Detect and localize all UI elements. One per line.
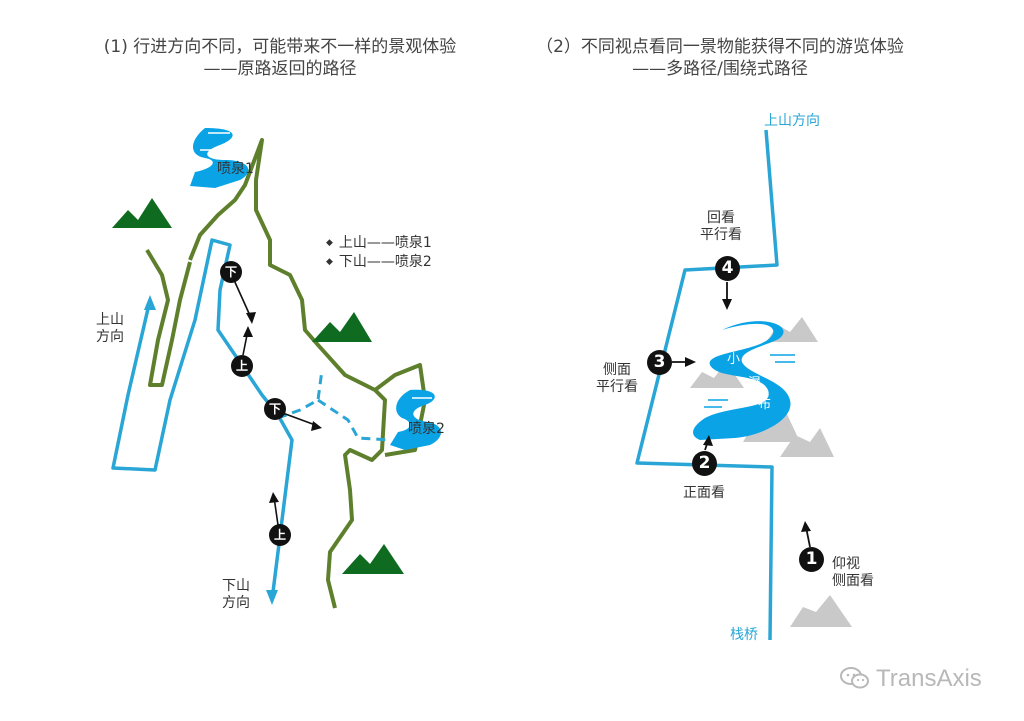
viewpoint-4-label: 回看 平行看 <box>700 210 742 244</box>
legend-item-2-text: 下山——喷泉2 <box>338 254 432 270</box>
green-route-fountain2-loop <box>373 363 427 457</box>
left-title: (1) 行进方向不同，可能带来不一样的景观体验 ——原路返回的路径 <box>60 36 500 80</box>
uphill-direction-line2: 方向 <box>96 329 124 345</box>
fountain1-label: 喷泉1 <box>217 161 254 177</box>
marker-up-2: 上 <box>269 524 291 546</box>
wechat-icon <box>840 667 869 689</box>
waterfall-char-2: 瀑 <box>748 376 762 391</box>
marker-up-1: 上 <box>231 355 253 377</box>
legend-item-1: ◆ 上山——喷泉1 <box>326 234 432 253</box>
fountain1-water <box>190 128 249 188</box>
viewpoint-2-label: 正面看 <box>683 485 725 502</box>
marker-down1-arrow-head <box>246 312 256 324</box>
viewpoint-3-arrow-head <box>685 357 696 367</box>
viewpoint-2-label-line1: 正面看 <box>683 485 725 501</box>
waterfall-char-3: 布 <box>758 397 772 412</box>
legend-item-2: ◆ 下山——喷泉2 <box>326 253 432 272</box>
waterfall-char-1: 小 <box>727 352 741 367</box>
viewpoint-1-label-line1: 仰视 <box>832 556 860 572</box>
viewpoint-3-label-line1: 侧面 <box>603 362 631 378</box>
mountain-icon-3 <box>342 544 404 574</box>
marker-down2-arrow <box>279 411 319 427</box>
green-route-branch <box>145 248 192 387</box>
viewpoint-2-arrow-head <box>703 435 713 446</box>
boardwalk-label: 栈桥 <box>730 627 758 643</box>
watermark-text: TransAxis <box>876 665 982 692</box>
cloud-icon-4 <box>790 595 852 627</box>
dashed-branch-path <box>277 369 391 442</box>
viewpoint-4-label-line2: 平行看 <box>700 227 742 243</box>
uphill-arrow-head <box>144 295 156 310</box>
viewpoint-2-badge: 2 <box>692 451 717 476</box>
diamond-bullet-icon: ◆ <box>326 238 333 248</box>
marker-down-1: 下 <box>220 261 242 283</box>
right-title-line2: ——多路径/围绕式路径 <box>632 59 808 79</box>
viewpoint-4-badge: 4 <box>715 256 740 281</box>
mountain-icon-2 <box>312 312 372 342</box>
viewpoint-4-label-line1: 回看 <box>707 210 735 226</box>
waterfall-water <box>693 321 791 440</box>
downhill-direction-line1: 下山 <box>222 578 250 594</box>
viewpoint-1-label: 仰视 侧面看 <box>832 556 874 590</box>
watermark: TransAxis <box>840 665 982 693</box>
green-route-line <box>188 138 387 609</box>
left-title-line2: ——原路返回的路径 <box>203 59 357 79</box>
uphill-direction-label: 上山 方向 <box>96 312 124 346</box>
viewpoint-3-badge: 3 <box>647 350 672 375</box>
uphill-direction-line1: 上山 <box>96 312 124 328</box>
fountain2-water <box>390 389 442 450</box>
downhill-direction-line2: 方向 <box>222 595 250 611</box>
viewpoint-3-label-line2: 平行看 <box>596 379 638 395</box>
route-legend: ◆ 上山——喷泉1 ◆ 下山——喷泉2 <box>326 234 432 272</box>
downhill-arrow-head <box>266 590 278 605</box>
viewpoint-4-arrow-head <box>722 299 732 310</box>
mountain-icon-1 <box>112 198 172 228</box>
viewpoint-1-label-line2: 侧面看 <box>832 573 874 589</box>
fountain2-label: 喷泉2 <box>408 421 445 437</box>
uphill-direction-top-label: 上山方向 <box>764 113 820 129</box>
downhill-direction-label: 下山 方向 <box>222 578 250 612</box>
right-title-line1: （2）不同视点看同一景物能获得不同的游览体验 <box>536 37 904 57</box>
diamond-bullet-icon: ◆ <box>326 257 333 267</box>
viewpoint-3-label: 侧面 平行看 <box>596 362 638 396</box>
left-title-line1: (1) 行进方向不同，可能带来不一样的景观体验 <box>103 37 457 57</box>
marker-down-2: 下 <box>264 398 286 420</box>
viewpoint-1-badge: 1 <box>799 547 824 572</box>
marker-up2-arrow-head <box>269 492 279 503</box>
right-title: （2）不同视点看同一景物能获得不同的游览体验 ——多路径/围绕式路径 <box>500 36 940 80</box>
marker-down2-arrow-head <box>311 421 322 431</box>
viewpoint-1-arrow-head <box>801 521 811 532</box>
legend-item-1-text: 上山——喷泉1 <box>338 235 432 251</box>
marker-up1-arrow-head <box>243 326 253 337</box>
